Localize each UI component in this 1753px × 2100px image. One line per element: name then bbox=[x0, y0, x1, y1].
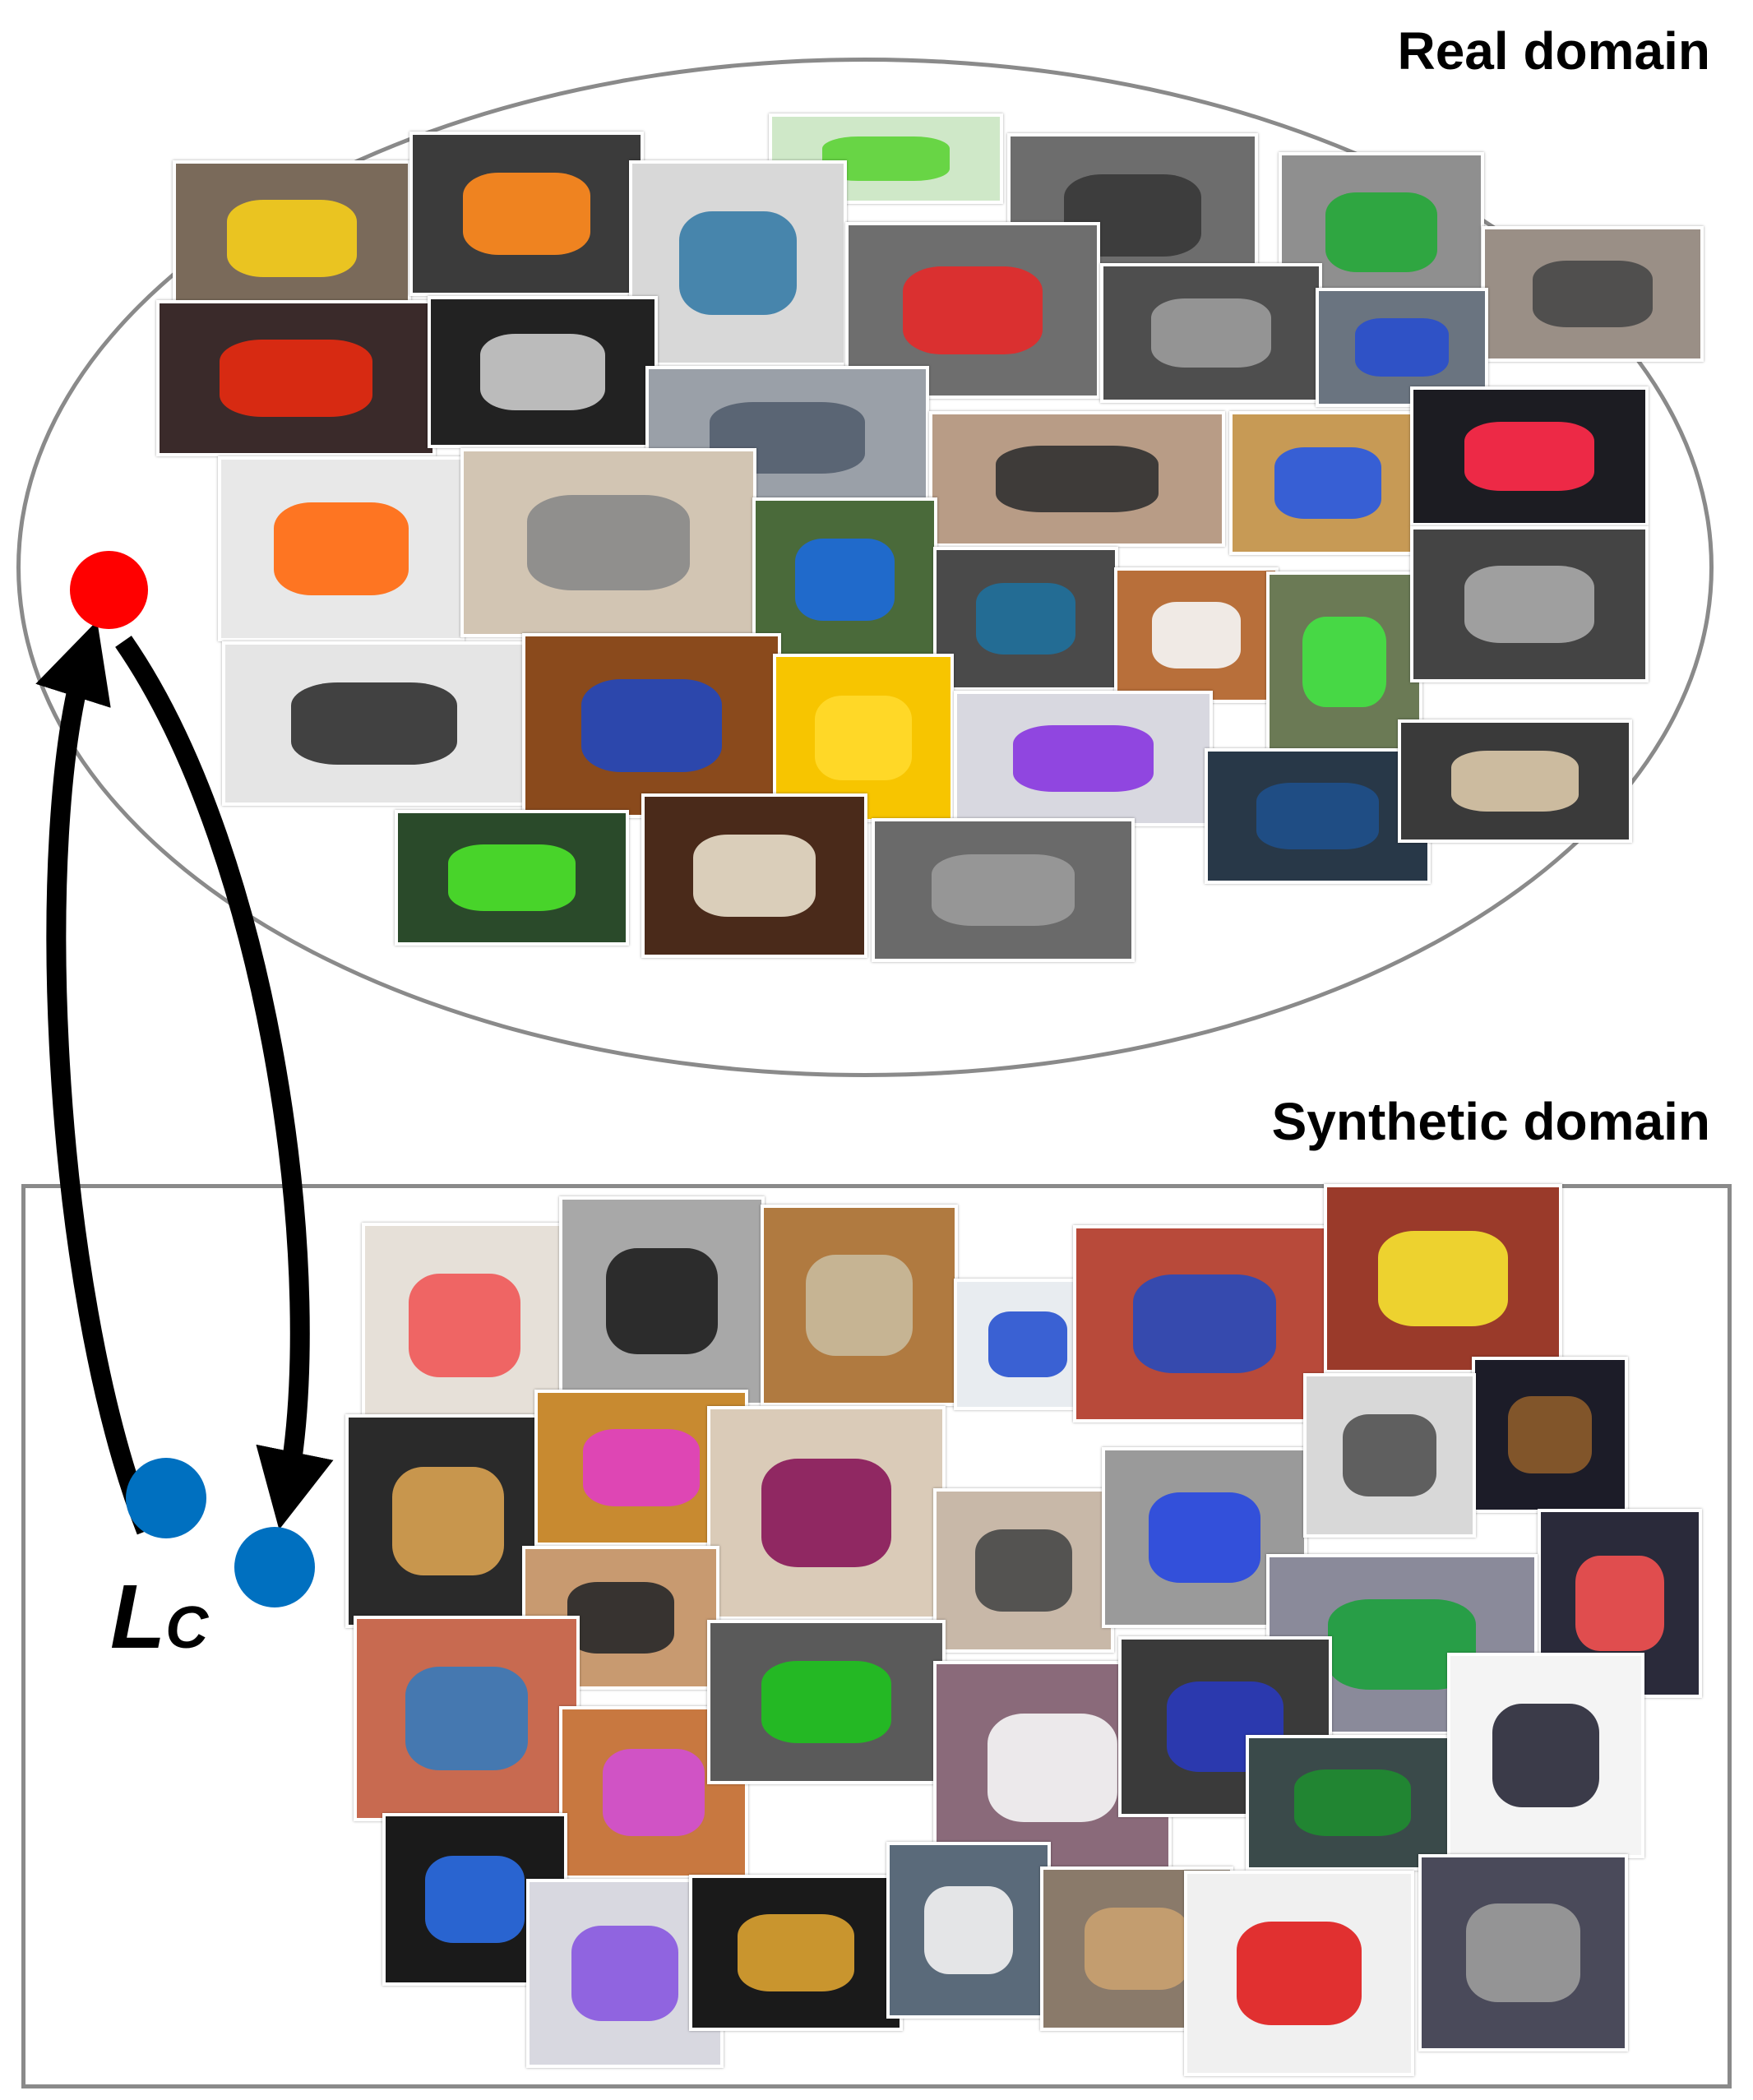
real-photo bbox=[752, 497, 937, 662]
synthetic-render bbox=[761, 1205, 958, 1406]
real-photo bbox=[1205, 748, 1431, 884]
real-domain-point bbox=[70, 551, 148, 629]
real-photo bbox=[222, 641, 526, 806]
real-photo bbox=[1410, 526, 1649, 682]
synthetic-render bbox=[1184, 1871, 1414, 2076]
synthetic-render bbox=[707, 1406, 946, 1620]
real-photo bbox=[156, 300, 436, 456]
synthetic-render bbox=[1472, 1357, 1628, 1513]
real-photo bbox=[1266, 571, 1422, 752]
real-domain-ellipse bbox=[16, 58, 1714, 1077]
real-photo bbox=[1229, 411, 1427, 555]
synthetic-render bbox=[354, 1616, 580, 1821]
real-photo bbox=[1482, 226, 1704, 362]
loss-subscript: C bbox=[165, 1595, 209, 1661]
synthetic-render bbox=[886, 1842, 1051, 2019]
synthetic-render bbox=[1418, 1854, 1628, 2051]
consistency-loss-label: LC bbox=[110, 1572, 208, 1663]
synthetic-render bbox=[1324, 1184, 1562, 1373]
loss-symbol: L bbox=[110, 1566, 166, 1668]
synthetic-domain-box bbox=[21, 1184, 1732, 2088]
real-photo bbox=[428, 296, 658, 448]
synthetic-render bbox=[1246, 1735, 1459, 1871]
synthetic-render bbox=[345, 1414, 551, 1628]
real-photo bbox=[1410, 386, 1649, 526]
real-photo bbox=[1114, 567, 1279, 703]
real-photo bbox=[933, 547, 1118, 691]
synthetic-domain-point-1 bbox=[126, 1458, 206, 1538]
synthetic-domain-point-2 bbox=[234, 1527, 315, 1607]
real-photo bbox=[641, 793, 867, 958]
real-domain-title: Real domain bbox=[1397, 21, 1710, 81]
arrow-synthetic-to-real bbox=[35, 620, 156, 1535]
synthetic-domain-title: Synthetic domain bbox=[1271, 1092, 1710, 1151]
synthetic-render bbox=[707, 1620, 946, 1784]
real-photo bbox=[1398, 719, 1632, 843]
real-photo bbox=[1100, 263, 1322, 403]
synthetic-render bbox=[933, 1488, 1114, 1653]
real-photo bbox=[929, 411, 1225, 547]
real-photo bbox=[218, 456, 465, 641]
synthetic-render bbox=[689, 1875, 903, 2031]
real-photo bbox=[460, 448, 756, 637]
real-photo bbox=[1316, 288, 1488, 407]
arrow-real-to-synthetic bbox=[115, 636, 334, 1530]
real-photo bbox=[173, 160, 411, 317]
real-photo bbox=[409, 132, 644, 296]
real-photo bbox=[954, 691, 1213, 826]
synthetic-render bbox=[559, 1196, 765, 1406]
synthetic-render bbox=[1303, 1373, 1476, 1538]
real-photo bbox=[522, 633, 781, 818]
synthetic-render bbox=[1073, 1225, 1336, 1422]
real-photo bbox=[872, 818, 1135, 962]
real-photo bbox=[395, 810, 629, 946]
